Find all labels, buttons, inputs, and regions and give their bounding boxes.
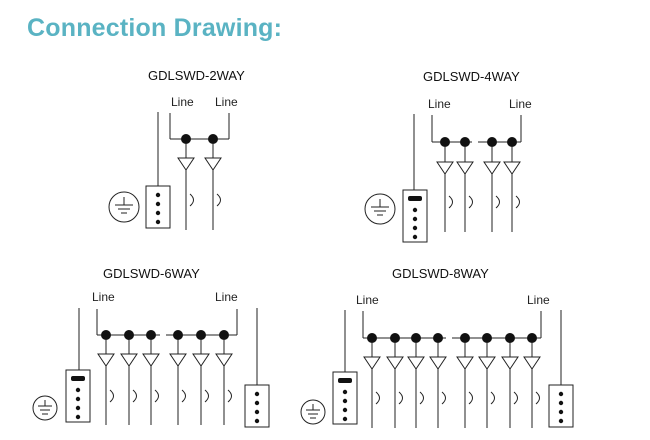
line-label-left: Line xyxy=(171,95,194,109)
switch-contact-icon xyxy=(97,340,115,425)
terminal-dot xyxy=(507,137,517,147)
terminal-dot xyxy=(390,333,400,343)
ground-symbol-icon xyxy=(364,193,396,225)
ground-symbol-icon xyxy=(32,395,58,421)
terminal-dot xyxy=(367,333,377,343)
page-title: Connection Drawing: xyxy=(27,14,283,42)
terminal-dots xyxy=(181,134,218,144)
ground-symbol-icon xyxy=(300,399,326,425)
panel-2way: GDLSWD-2WAY Line Line xyxy=(108,68,245,230)
terminal-dot xyxy=(181,134,191,144)
terminal-dot xyxy=(146,330,156,340)
switch-contact-icon xyxy=(436,147,454,232)
switch-contact-icon xyxy=(177,144,195,230)
panel-caption: GDLSWD-8WAY xyxy=(392,266,489,281)
switch-contact-icon xyxy=(483,147,501,232)
terminal-dot xyxy=(196,330,206,340)
terminal-block-icon xyxy=(65,369,91,423)
switch-contact-icon xyxy=(523,343,541,428)
line-wires xyxy=(169,113,230,140)
switch-contact-icon xyxy=(142,340,160,425)
panel-caption: GDLSWD-6WAY xyxy=(103,266,200,281)
switch-contact-icon xyxy=(429,343,447,428)
terminal-dot xyxy=(482,333,492,343)
terminal-dot xyxy=(101,330,111,340)
switch-contact-icon xyxy=(215,340,233,425)
terminal-dot xyxy=(124,330,134,340)
terminal-block-icon xyxy=(332,371,358,425)
line-label-right: Line xyxy=(527,293,550,307)
line-label-right: Line xyxy=(509,97,532,111)
line-label-left: Line xyxy=(92,290,115,304)
line-label-right: Line xyxy=(215,95,238,109)
terminal-dot xyxy=(411,333,421,343)
panel-6way: GDLSWD-6WAY Line Line xyxy=(32,266,270,428)
terminal-dots xyxy=(367,333,537,343)
panel-8way: GDLSWD-8WAY Line Line xyxy=(300,266,574,428)
ground-wire xyxy=(78,308,258,385)
line-label-left: Line xyxy=(428,97,451,111)
terminal-block-icon xyxy=(548,384,574,428)
line-label-right: Line xyxy=(215,290,238,304)
switch-contact-icon xyxy=(456,343,474,428)
switch-contact-icon xyxy=(503,147,521,232)
ground-wire xyxy=(344,310,562,385)
switch-contact-icon xyxy=(169,340,187,425)
terminal-dot xyxy=(505,333,515,343)
switch-contacts xyxy=(436,147,521,232)
switch-contact-icon xyxy=(120,340,138,425)
terminal-dot xyxy=(487,137,497,147)
terminal-dot xyxy=(527,333,537,343)
terminal-dots xyxy=(101,330,229,340)
terminal-block-icon xyxy=(402,189,428,243)
panel-caption: GDLSWD-2WAY xyxy=(148,68,245,83)
terminal-dot xyxy=(208,134,218,144)
line-wires xyxy=(96,309,238,336)
terminal-block-icon xyxy=(244,384,270,428)
terminal-dot xyxy=(440,137,450,147)
switch-contacts xyxy=(177,144,222,230)
line-label-left: Line xyxy=(356,293,379,307)
line-wires xyxy=(362,311,542,339)
terminal-block-icon xyxy=(145,185,171,229)
switch-contacts xyxy=(97,340,233,425)
switch-contact-icon xyxy=(192,340,210,425)
terminal-dots xyxy=(440,137,517,147)
ground-symbol-icon xyxy=(108,191,140,223)
switch-contact-icon xyxy=(204,144,222,230)
terminal-dot xyxy=(433,333,443,343)
switch-contact-icon xyxy=(456,147,474,232)
switch-contact-icon xyxy=(407,343,425,428)
terminal-dot xyxy=(173,330,183,340)
switch-contact-icon xyxy=(363,343,381,428)
terminal-dot xyxy=(460,137,470,147)
terminal-dot xyxy=(460,333,470,343)
terminal-dot xyxy=(219,330,229,340)
switch-contacts xyxy=(363,343,541,428)
switch-contact-icon xyxy=(501,343,519,428)
switch-contact-icon xyxy=(478,343,496,428)
switch-contact-icon xyxy=(386,343,404,428)
panel-4way: GDLSWD-4WAY Line Line xyxy=(364,69,532,243)
panel-caption: GDLSWD-4WAY xyxy=(423,69,520,84)
